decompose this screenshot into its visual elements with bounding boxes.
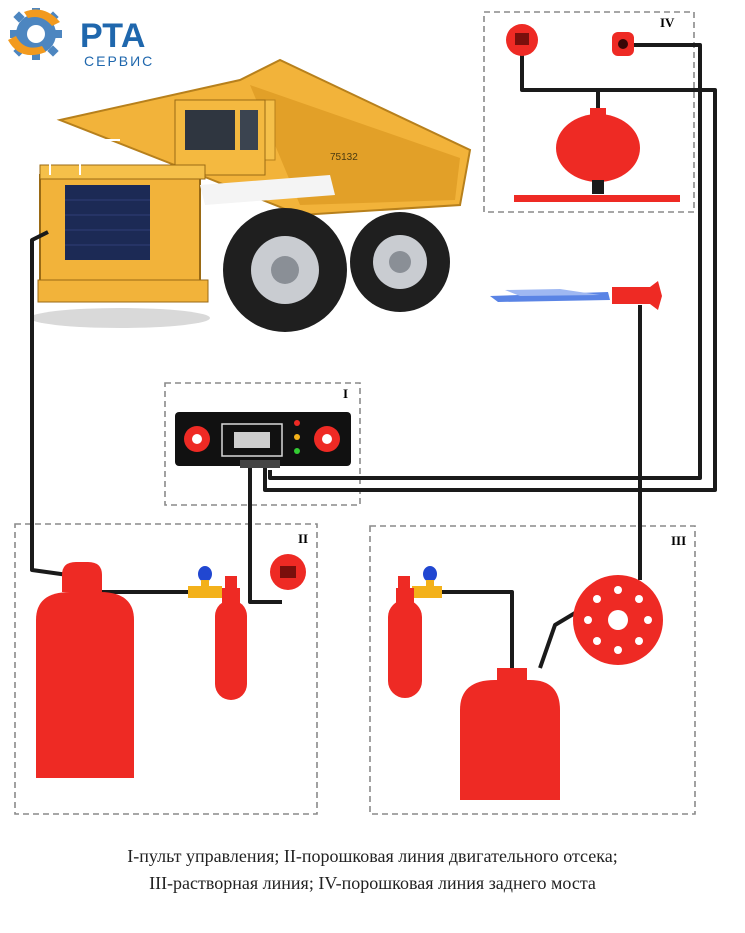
zone-1-border [164,382,361,506]
zone-2-equipment [36,554,306,778]
zone-4-border [483,11,695,213]
hose-reel-icon [573,575,663,665]
zone-2-border [14,523,318,815]
caption-line-2: III-растворная линия; IV-порошковая лини… [149,873,596,893]
gas-cylinder-icon [215,576,247,700]
zone-3-border [369,525,696,815]
gas-cylinder-icon [388,576,422,698]
indicator-red [294,420,300,426]
sensor-icon [506,24,538,56]
solution-tank-icon [460,668,560,800]
control-panel [175,412,351,468]
zone-label-3: III [671,533,686,548]
truck-rear-wheel [350,212,450,312]
fire-suppression-diagram: РТА СЕРВИС 75132 [8,8,717,815]
pressure-switch-icon [612,32,634,56]
spray-nozzle-icon [490,281,662,310]
indicator-green [294,448,300,454]
zone-label-4: IV [660,15,675,30]
zone-3-equipment [388,566,663,800]
truck-front-wheel [223,208,347,332]
powder-tank-large [36,562,134,778]
panel-left-button [184,426,210,452]
valve-icon [412,566,442,598]
valve-icon [188,566,222,598]
indicator-yellow [294,434,300,440]
diagram-caption: I-пульт управления; II-порошковая линия … [0,843,745,897]
caption-line-1: I-пульт управления; II-порошковая линия … [127,846,618,866]
panel-right-button [314,426,340,452]
zone-label-1: I [343,386,348,401]
zone-label-2: II [298,531,308,546]
logo-subtitle: СЕРВИС [84,53,154,69]
zone-4-equipment [506,24,680,202]
gear-icon [8,8,62,60]
powder-module-icon [514,108,680,202]
pipes [30,43,717,672]
company-logo: РТА СЕРВИС [8,8,154,69]
sensor-icon [270,554,306,590]
logo-name: РТА [80,17,145,55]
truck-model-label: 75132 [330,152,358,163]
dump-truck: 75132 [30,58,472,332]
